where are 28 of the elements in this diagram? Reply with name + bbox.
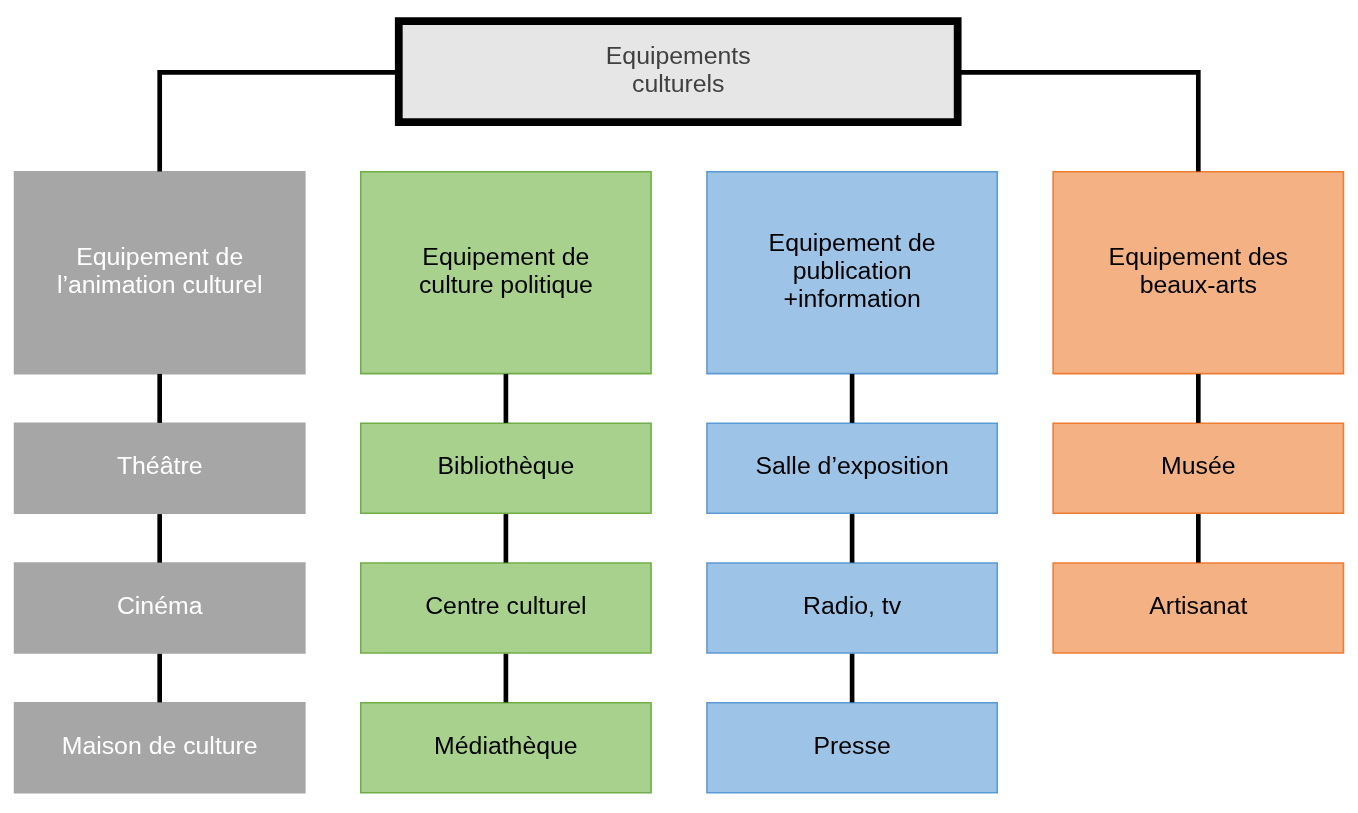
connector [503, 373, 509, 423]
connector [503, 653, 509, 702]
connector [849, 653, 855, 702]
node-box: Equipement de publication +information [706, 170, 999, 374]
node-box: Equipement de l’animation culturel [13, 170, 306, 374]
node-box: Salle d’exposition [706, 422, 999, 514]
node-box: Centre culturel [359, 561, 652, 654]
connector [157, 653, 163, 702]
node-box: Radio, tv [706, 561, 999, 654]
connector [1195, 373, 1201, 423]
node-box: Equipement de culture politique [359, 170, 652, 374]
node-box: Bibliothèque [359, 422, 652, 514]
connector [157, 513, 163, 563]
node-box: Cinéma [13, 561, 306, 654]
node-box: Equipements culturels [394, 16, 962, 126]
node-box: Presse [706, 701, 999, 794]
node-box: Maison de culture [13, 701, 306, 794]
node-box: Equipement des beaux-arts [1052, 170, 1345, 374]
node-box: Musée [1052, 422, 1345, 514]
connector [1195, 513, 1201, 563]
connector [157, 373, 163, 423]
connector [958, 69, 1201, 171]
node-box: Théâtre [13, 422, 306, 514]
connector [849, 373, 855, 423]
node-box: Médiathèque [359, 701, 652, 794]
connector [849, 513, 855, 563]
node-box: Artisanat [1052, 561, 1345, 654]
connector [503, 513, 509, 563]
